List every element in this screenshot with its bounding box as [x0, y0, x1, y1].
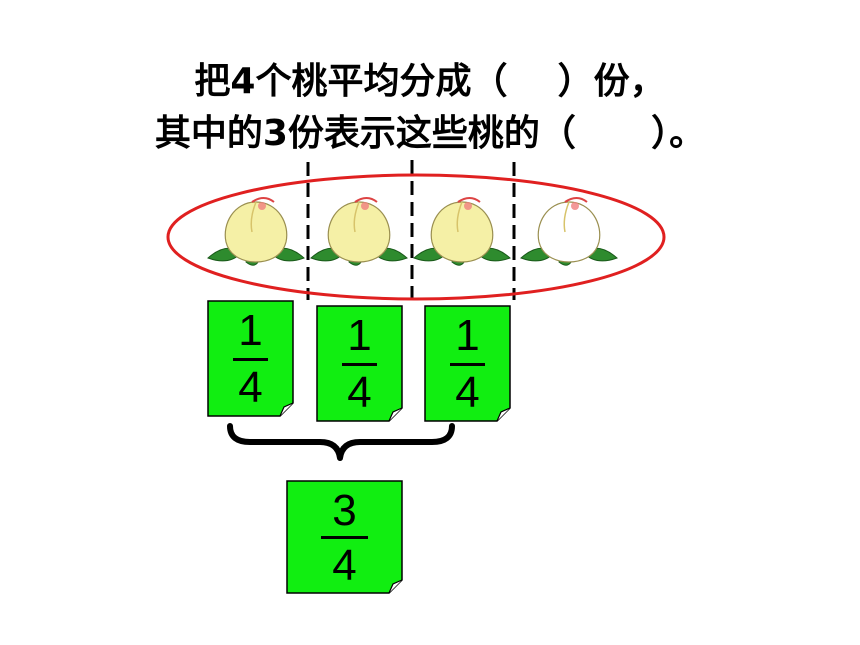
- peach-icon: [207, 197, 305, 266]
- fraction-card-one-quarter: 1 4: [424, 305, 511, 422]
- peach-icon: [310, 197, 408, 266]
- fraction-numerator: 1: [347, 311, 372, 361]
- fraction-denominator: 4: [238, 362, 263, 412]
- fraction-numerator: 1: [455, 311, 480, 361]
- fraction-card-one-quarter: 1 4: [207, 300, 294, 417]
- fraction-bar: [450, 362, 485, 366]
- peach-icon: [520, 197, 618, 266]
- fraction-card-one-quarter: 1 4: [316, 305, 403, 422]
- fraction-bar: [321, 536, 368, 539]
- fraction-denominator: 4: [455, 367, 480, 417]
- fraction-numerator: 1: [238, 306, 263, 356]
- fraction-numerator: 3: [332, 486, 357, 536]
- question-line-2: 其中的3份表示这些桃的（ ）。: [154, 113, 706, 154]
- fraction-bar: [342, 362, 377, 366]
- peach-group: [207, 197, 618, 266]
- fraction-denominator: 4: [347, 367, 372, 417]
- curly-brace: [227, 423, 455, 461]
- question-line-1: 把4个桃平均分成（ ）份，: [194, 61, 666, 102]
- peach-icon: [413, 197, 511, 266]
- fraction-card-three-quarters: 3 4: [286, 480, 403, 594]
- fraction-denominator: 4: [332, 540, 357, 590]
- fraction-bar: [233, 357, 268, 361]
- grouping-ellipse: [166, 173, 666, 301]
